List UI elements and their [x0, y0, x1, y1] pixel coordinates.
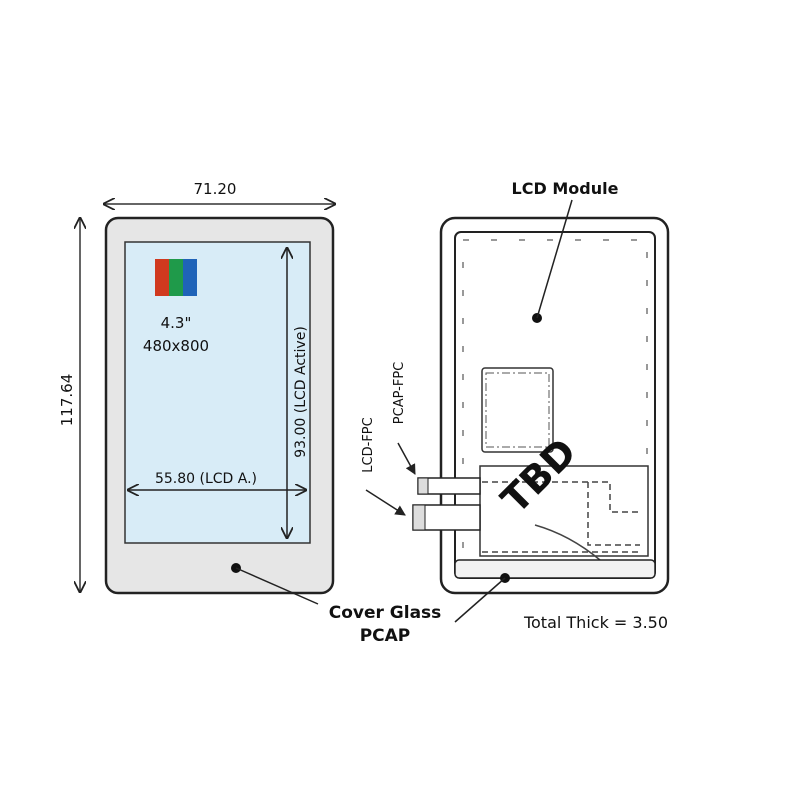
cover-glass-leader [235, 567, 319, 605]
back-view: TBD LCD Module LCD-FPC PCAP-FPC [361, 179, 670, 595]
height-dimension: 117.64 [58, 374, 76, 427]
lcd-active-area [124, 241, 311, 544]
pcap-fpc-label: PCAP-FPC [392, 362, 407, 424]
front-view: 71.20 117.64 4.3" 480x800 93.00 (LCD Act… [58, 180, 335, 595]
total-thickness: Total Thick = 3.50 [523, 613, 668, 632]
lcd-module-leader [536, 199, 573, 319]
lcd-module-label: LCD Module [512, 179, 619, 198]
pcap-fpc-arrow [397, 442, 416, 475]
lcd-fpc-arrow [365, 489, 406, 516]
rgb-icon [155, 259, 197, 296]
pcap-leader [454, 577, 506, 623]
cover-glass-label: Cover Glass [329, 603, 442, 623]
width-dimension: 71.20 [194, 180, 237, 198]
active-height-dimension: 93.00 (LCD Active) [293, 326, 309, 458]
active-width-dimension: 55.80 (LCD A.) [155, 471, 257, 487]
screen-resolution: 480x800 [143, 337, 209, 355]
lcd-fpc-label: LCD-FPC [361, 417, 376, 472]
ic-area [481, 367, 554, 453]
screen-size: 4.3" [161, 314, 192, 332]
pcap-label: PCAP [360, 626, 411, 646]
cover-glass-edge [454, 559, 656, 579]
